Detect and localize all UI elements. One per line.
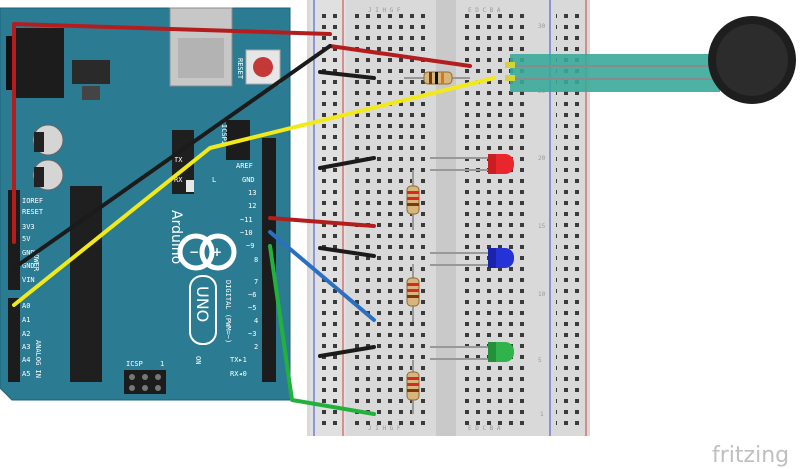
pin-vin: VIN [22, 276, 35, 284]
pin-a4: A4 [22, 356, 30, 364]
pin-5v: 5V [22, 235, 31, 243]
pin-3v3: 3V3 [22, 223, 35, 231]
brand-text: Arduino [168, 210, 184, 264]
force-sensor [505, 16, 796, 104]
row-number-20: 20 [538, 155, 546, 162]
pin-2: 2 [254, 343, 258, 351]
fritzing-watermark: fritzing [712, 443, 789, 468]
tx-label: TX [174, 156, 183, 164]
power-jack [12, 28, 64, 98]
rx-label: RX [174, 176, 183, 184]
col-letters-left-bottom: J I H G F [368, 425, 401, 432]
wires [12, 22, 496, 416]
pin-a3: A3 [22, 343, 30, 351]
pin-7: 7 [254, 278, 258, 286]
wire-red-pin11 [268, 216, 376, 228]
wire-red-5v [12, 22, 332, 244]
led-green [430, 342, 514, 362]
reset-label: RESET [236, 58, 244, 80]
wire-blue-pin10 [268, 230, 376, 322]
pin-6: ~6 [248, 291, 256, 299]
wire-red-sensor [328, 44, 472, 68]
pin-a0: A0 [22, 302, 30, 310]
pin-a5: A5 [22, 370, 30, 378]
wire-black-gnd [12, 44, 332, 270]
voltage-regulator [72, 60, 110, 84]
resistor-sensor [404, 71, 470, 85]
icsp2-label: ICSP2 [220, 124, 228, 145]
on-label: ON [194, 356, 202, 364]
wire-green-pin9 [268, 244, 376, 416]
power-label: POWER [32, 250, 40, 272]
pin-rx0: RX◂0 [230, 370, 247, 378]
pin-gnd-d: GND [242, 176, 255, 184]
row-number-30: 30 [538, 23, 546, 30]
pin-10: ~10 [240, 229, 253, 237]
pin-gnd-2: GND [22, 262, 35, 270]
pin-8: 8 [254, 256, 258, 264]
pin-9: ~9 [246, 242, 254, 250]
row-number-15: 15 [538, 223, 546, 230]
col-letters-left: J I H G F [368, 7, 401, 14]
wire-yellow-a0 [12, 76, 496, 307]
arduino-logo: − + [177, 233, 237, 271]
uno-text: UNO [193, 286, 212, 322]
pin-tx1: TX▸1 [230, 356, 247, 364]
pin-13: 13 [248, 189, 256, 197]
col-letters-right: E D C B A [468, 7, 501, 14]
icsp-label: ICSP [126, 360, 143, 368]
row-number-1: 1 [540, 411, 544, 418]
resistor-led-blue [406, 264, 420, 322]
analog-pin-labels: A0 A1 A2 A3 A4 A5 [22, 302, 30, 378]
pin-gnd-1: GND [22, 249, 35, 257]
pin-a2: A2 [22, 330, 30, 338]
wire-black-1 [318, 70, 376, 80]
pin-ioref: IOREF [22, 197, 43, 205]
row-number-10: 10 [538, 291, 546, 298]
wire-black-2 [318, 156, 376, 170]
arduino-board: RESET ICSP2 TX RX L − + Arduino UNO DIGI… [0, 7, 291, 401]
digital-pin-labels: AREF GND 13 12 ~11 ~10 ~9 8 7 ~6 ~5 4 ~3… [230, 162, 258, 378]
led-blue [430, 248, 514, 268]
analog-header [8, 298, 20, 382]
pin-4: 4 [254, 317, 258, 325]
wire-black-4 [318, 345, 376, 358]
pin-5: ~5 [248, 304, 256, 312]
pin-aref: AREF [236, 162, 253, 170]
svg-text:+: + [212, 245, 222, 259]
led-red [430, 154, 514, 174]
analog-label: ANALOG IN [34, 340, 42, 378]
digital-label: DIGITAL (PWM=~) [224, 280, 232, 343]
uno-badge: UNO [189, 275, 217, 345]
pin-3: ~3 [248, 330, 256, 338]
svg-text:−: − [189, 245, 199, 259]
resistor-led-red [406, 170, 420, 230]
pin-12: 12 [248, 202, 256, 210]
pin-11: ~11 [240, 216, 253, 224]
icsp-pin-one: 1 [160, 360, 164, 368]
power-pin-labels: IOREF RESET 3V3 5V GND GND VIN [22, 197, 44, 284]
pin-a1: A1 [22, 316, 30, 324]
resistor-led-green [406, 360, 420, 414]
row-number-5: 5 [538, 357, 542, 364]
pin-reset: RESET [22, 208, 44, 216]
digital-header [262, 138, 276, 382]
col-letters-right-bottom: E D C B A [468, 425, 501, 432]
l-label: L [212, 176, 216, 184]
wire-black-3 [318, 246, 376, 258]
